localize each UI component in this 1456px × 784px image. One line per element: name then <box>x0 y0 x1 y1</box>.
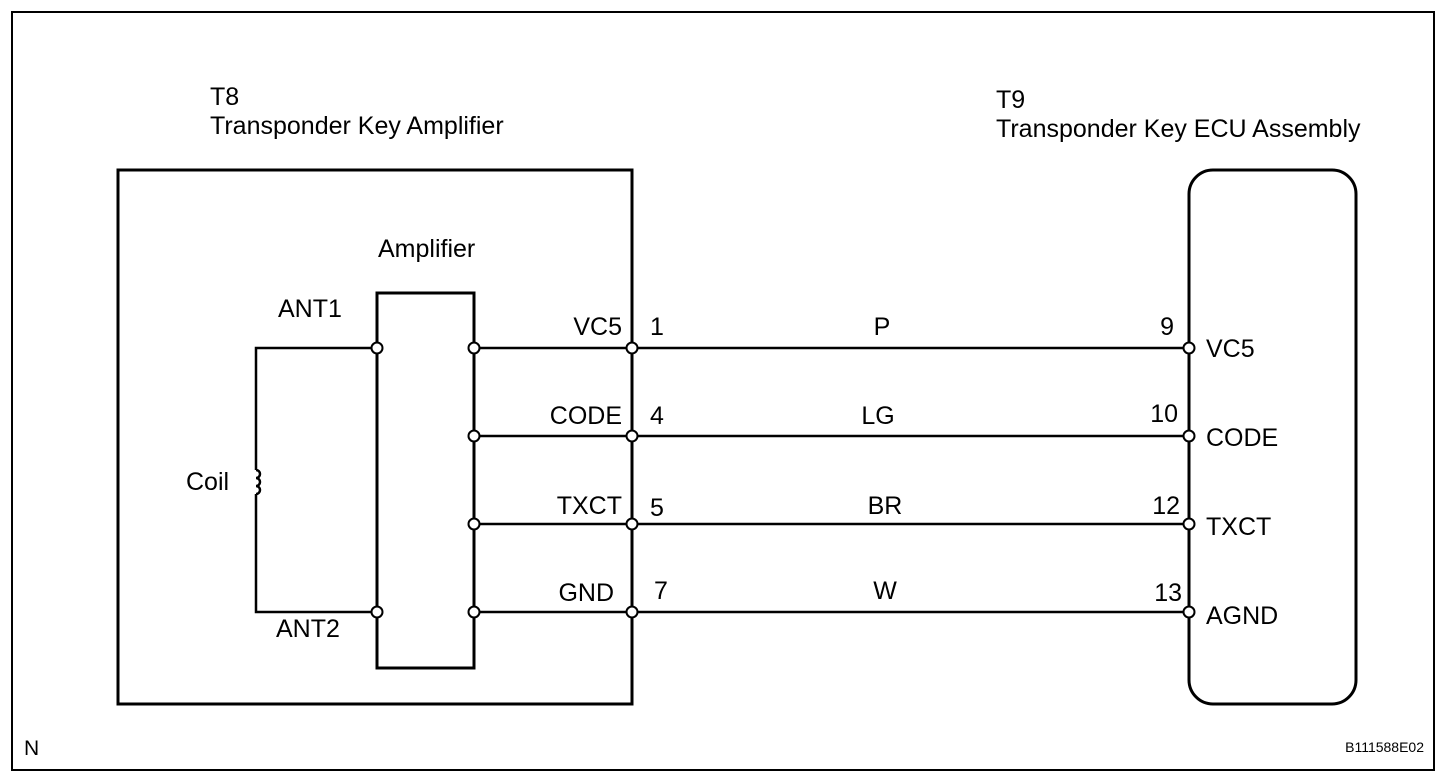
ecu-signal-label: VC5 <box>1206 335 1255 363</box>
ecu-unit-code: T9 <box>996 86 1025 114</box>
ecu-signal-label: TXCT <box>1206 513 1271 541</box>
ecu-connector-terminal <box>1182 517 1196 531</box>
wire-color-code: BR <box>868 492 903 520</box>
amplifier-block <box>375 291 476 670</box>
amp-pin-number: 4 <box>650 402 664 430</box>
wire-color-code: P <box>874 313 891 341</box>
amp-connector-terminal <box>625 429 639 443</box>
amp-block-terminal <box>467 605 481 619</box>
amp-signal-label: TXCT <box>557 492 622 520</box>
amp-signal-label: VC5 <box>573 313 622 341</box>
wire-color-code: LG <box>861 402 894 430</box>
connection-row: TXCT 5 BR 12 TXCT <box>467 492 1271 541</box>
coil-wire <box>254 346 377 470</box>
amp-block-terminal <box>467 341 481 355</box>
amplifier-block-label: Amplifier <box>378 235 475 263</box>
amp-signal-label: CODE <box>550 402 622 430</box>
ecu-connector-terminal <box>1182 429 1196 443</box>
amp-connector-terminal <box>625 605 639 619</box>
ant1-terminal <box>370 341 384 355</box>
amp-signal-label: GND <box>558 579 614 607</box>
connection-row: GND 7 W 13 AGND <box>467 577 1278 630</box>
ecu-signal-label: AGND <box>1206 602 1278 630</box>
ant2-terminal <box>370 605 384 619</box>
amplifier-unit-name: Transponder Key Amplifier <box>210 112 504 140</box>
figure-code: B111588E02 <box>1345 739 1424 755</box>
ant1-label: ANT1 <box>278 295 342 323</box>
ecu-unit-name: Transponder Key ECU Assembly <box>996 115 1361 143</box>
amp-pin-number: 7 <box>654 577 668 605</box>
coil-wire-lower <box>254 494 377 614</box>
ecu-signal-label: CODE <box>1206 424 1278 452</box>
connection-row: CODE 4 LG 10 CODE <box>467 400 1278 452</box>
diagram-frame <box>11 11 1435 771</box>
wire-color-code: W <box>873 577 897 605</box>
corner-mark: N <box>24 737 39 760</box>
amp-pin-number: 5 <box>650 494 664 522</box>
ecu-pin-number: 9 <box>1160 313 1174 341</box>
amp-pin-number: 1 <box>650 313 664 341</box>
ecu-connector-terminal <box>1182 605 1196 619</box>
amp-block-terminal <box>467 517 481 531</box>
ecu-connector-terminal <box>1182 341 1196 355</box>
ecu-pin-number: 10 <box>1150 400 1178 428</box>
ecu-pin-number: 12 <box>1152 492 1180 520</box>
coil-label: Coil <box>186 468 229 496</box>
ant2-label: ANT2 <box>276 615 340 643</box>
amplifier-unit-code: T8 <box>210 83 239 111</box>
connection-row: VC5 1 P 9 VC5 <box>467 313 1255 363</box>
amp-connector-terminal <box>625 341 639 355</box>
amp-connector-terminal <box>625 517 639 531</box>
ecu-pin-number: 13 <box>1154 579 1182 607</box>
amp-block-terminal <box>467 429 481 443</box>
coil-icon <box>255 468 262 496</box>
